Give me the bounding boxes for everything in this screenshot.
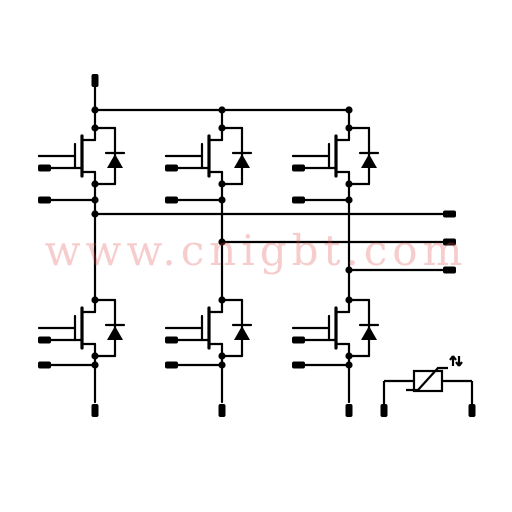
phase-output-pin-3 [443,266,456,274]
junction-dot [91,210,99,218]
junction-dot [91,361,99,369]
ntc-pin-2 [468,404,476,417]
junction-dot [345,106,353,114]
emitter-aux-pin-low-1 [38,361,51,369]
gate-pin-high-3 [292,164,305,172]
junction-dot [91,180,99,188]
junction-dot [91,296,99,304]
junction-dot [91,352,99,360]
ntc-thermistor-icon [382,355,474,404]
emitter-aux-pin-high-3 [292,196,305,204]
junction-dot [218,296,226,304]
ntc-pin-1 [380,404,388,417]
gate-pin-low-1 [38,336,51,344]
dc-negative-pin-1 [91,404,99,417]
junction-dot [218,124,226,132]
junction-dot [218,196,226,204]
junction-dot [218,361,226,369]
junction-dot [218,180,226,188]
junction-dot [345,196,353,204]
junction-dot [91,106,99,114]
emitter-aux-pin-high-2 [165,196,178,204]
emitter-aux-pin-low-2 [165,361,178,369]
junction-dot [345,361,353,369]
gate-pin-high-2 [165,164,178,172]
junction-dot [345,296,353,304]
igbt-high-side-3 [291,126,380,186]
igbt-low-side-3 [291,298,380,358]
junction-dot [345,352,353,360]
phase-output-pin-2 [443,238,456,246]
emitter-aux-pin-low-3 [292,361,305,369]
igbt-low-side-1 [37,298,126,358]
igbt-high-side-1 [37,126,126,186]
junction-dot [218,106,226,114]
phase-output-pin-1 [443,210,456,218]
junction-dot [345,124,353,132]
junction-dot [218,352,226,360]
gate-pin-low-2 [165,336,178,344]
igbt-low-side-2 [164,298,253,358]
junction-dot [218,238,226,246]
dc-negative-pin-2 [218,404,226,417]
junction-dot [345,180,353,188]
gate-pin-high-1 [38,164,51,172]
junction-dot [345,266,353,274]
igbt-high-side-2 [164,126,253,186]
emitter-aux-pin-high-1 [38,196,51,204]
junction-dot [91,196,99,204]
junction-dot [91,124,99,132]
gate-pin-low-3 [292,336,305,344]
dc-positive-pin [91,74,99,87]
dc-negative-pin-3 [345,404,353,417]
